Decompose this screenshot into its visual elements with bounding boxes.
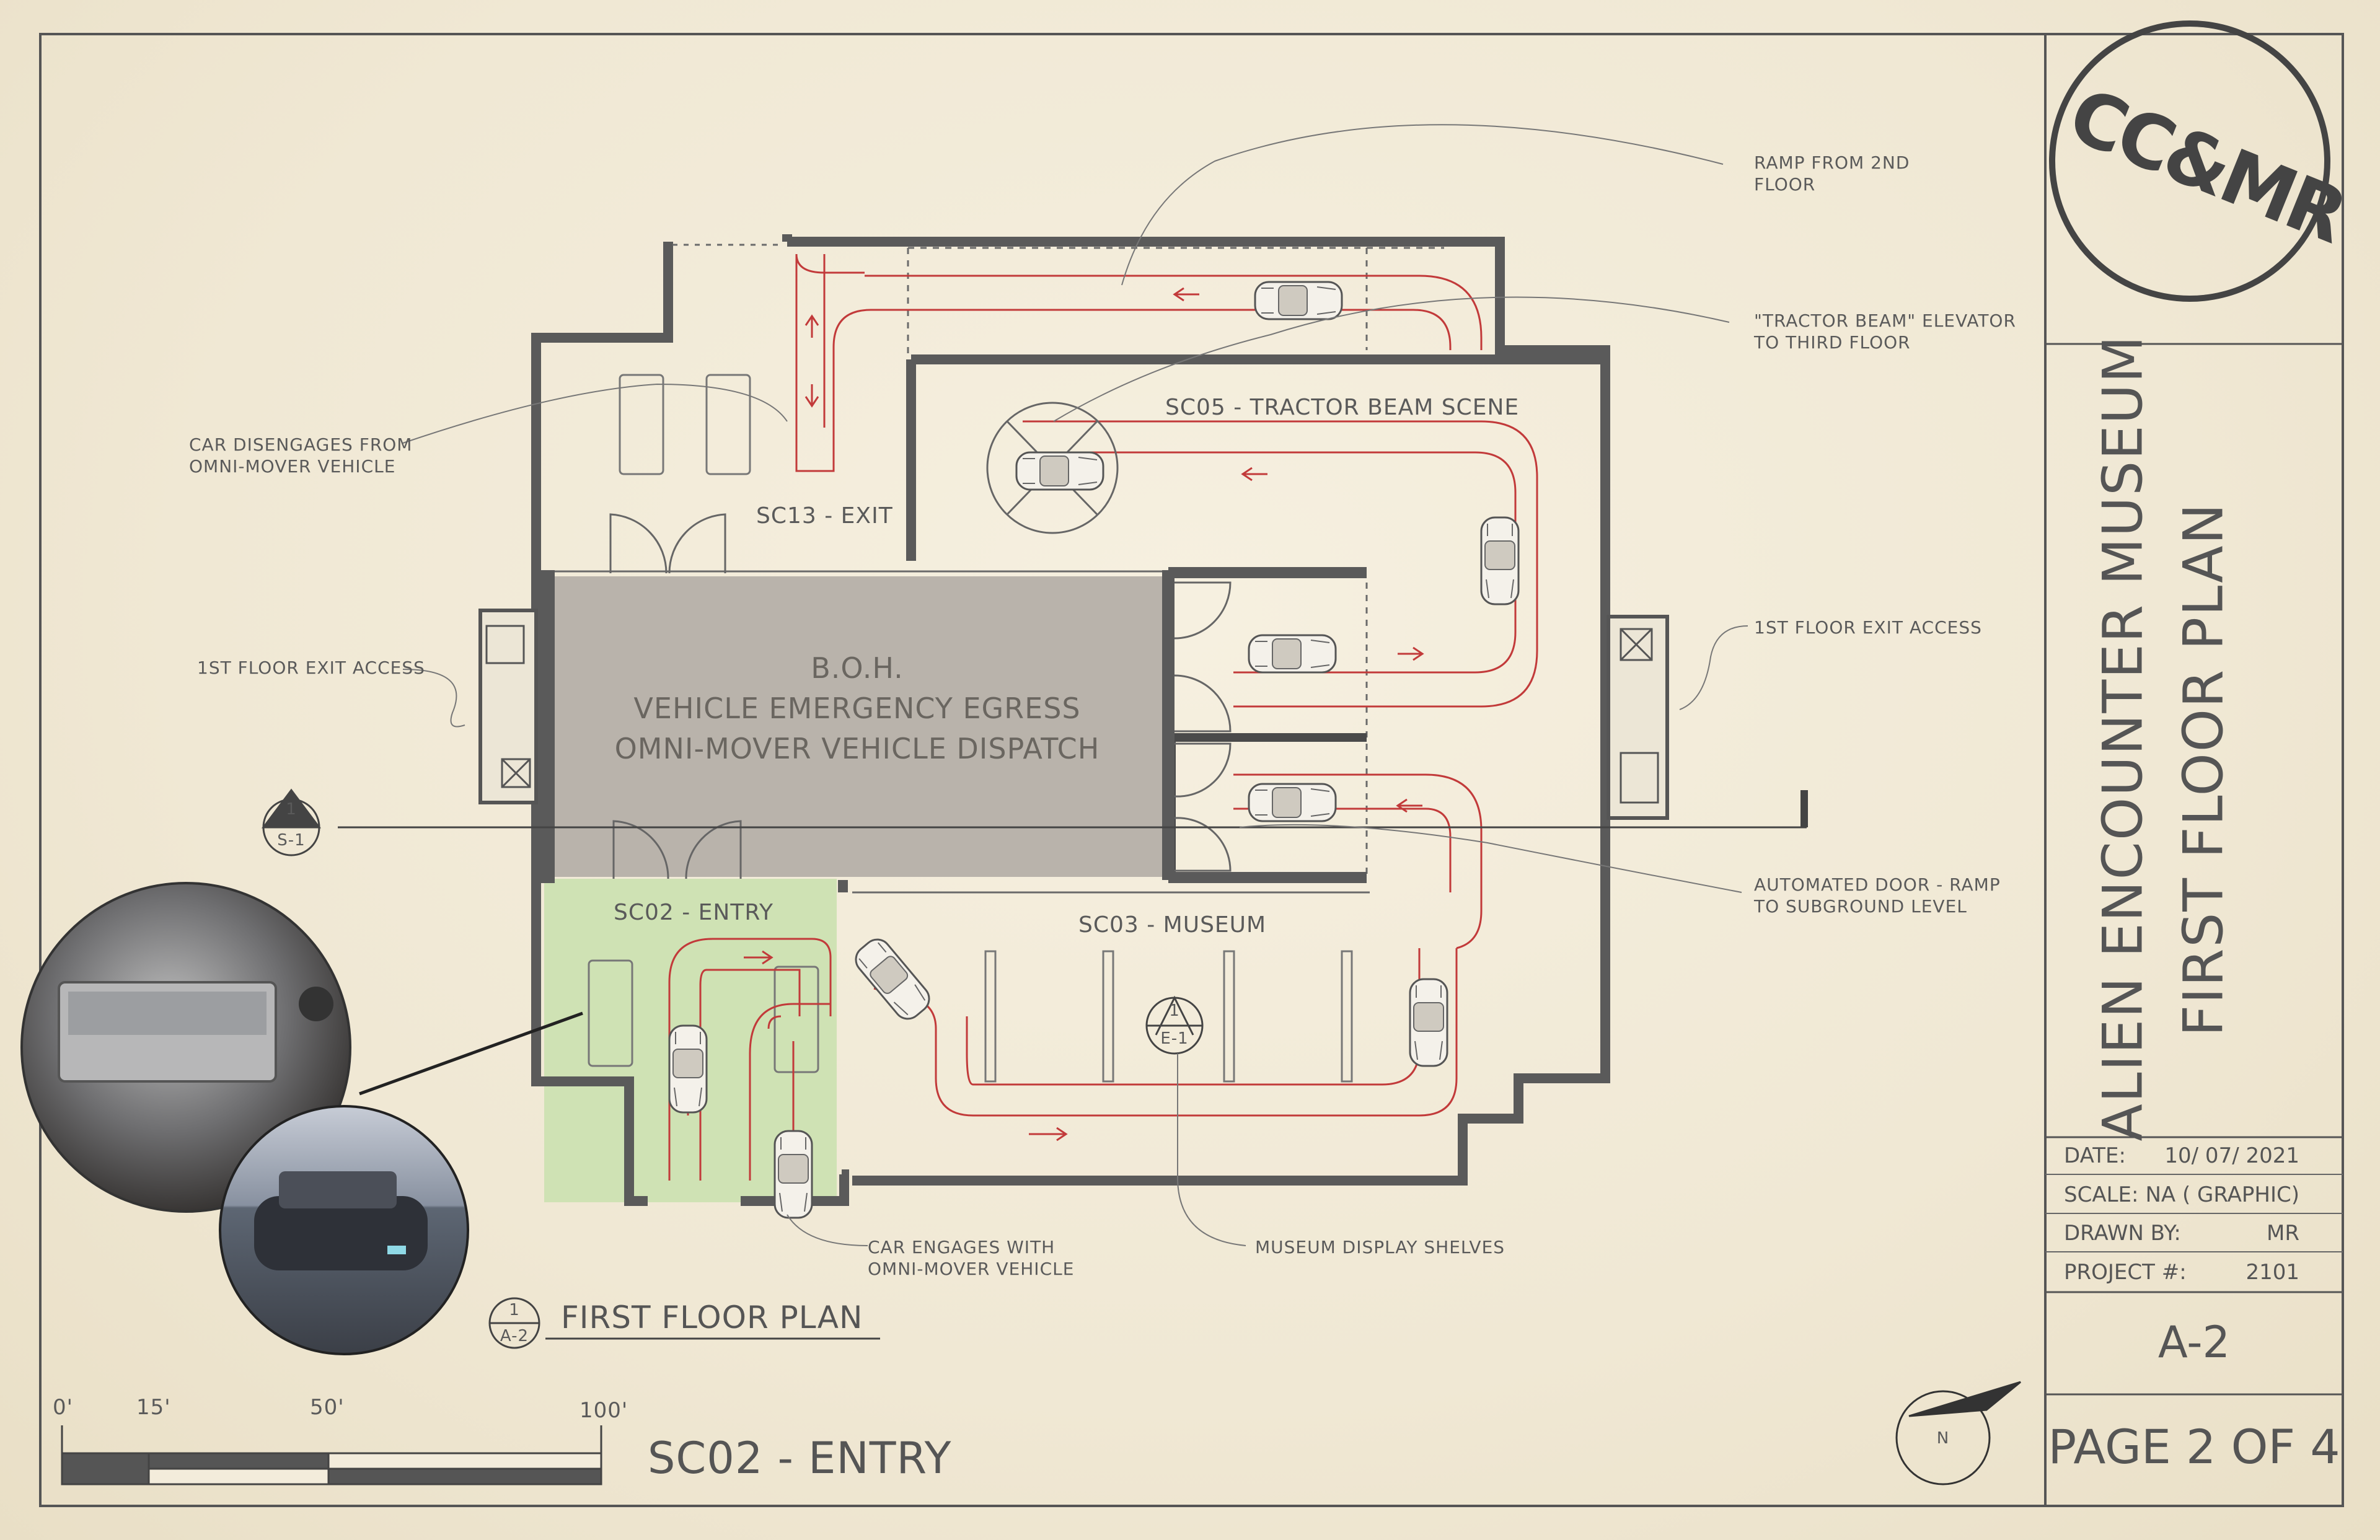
- section-marker: [262, 788, 321, 856]
- plan-title: FIRST FLOOR PLAN: [561, 1300, 863, 1335]
- project-number-label: PROJECT #:: [2064, 1260, 2187, 1285]
- north-arrow: [1895, 1381, 2021, 1485]
- room-label-sc05: SC05 - TRACTOR BEAM SCENE: [1165, 395, 1520, 420]
- car-boh-upper: [1248, 634, 1337, 674]
- room-label-sc13: SC13 - EXIT: [756, 503, 893, 529]
- room-label-sc03: SC03 - MUSEUM: [1078, 912, 1267, 938]
- car-boh-lower: [1248, 783, 1337, 822]
- section-line-end: [1800, 790, 1808, 827]
- bottom-caption: SC02 - ENTRY: [648, 1433, 952, 1484]
- project-title: ALIEN ENCOUNTER MUSEUM: [2091, 334, 2155, 1142]
- car-ramp: [1254, 281, 1343, 320]
- boh-label-2: VEHICLE EMERGENCY EGRESS: [633, 692, 1081, 725]
- sheet-number: A-2: [2157, 1317, 2231, 1368]
- plan-marker-ref: A-2: [500, 1327, 529, 1345]
- callout-museum-shelves: MUSEUM DISPLAY SHELVES: [1255, 1237, 1505, 1257]
- wall-band: [536, 570, 555, 883]
- vehicle-slots: [588, 374, 1353, 1083]
- date-value: 10/ 07/ 2021: [2164, 1143, 2299, 1168]
- elevation-marker: [1145, 995, 1204, 1055]
- wall-band: [1162, 570, 1175, 880]
- car-museum-right: [1409, 978, 1448, 1067]
- room-label-sc02: SC02 - ENTRY: [614, 900, 774, 925]
- scale-label: SCALE:: [2064, 1182, 2139, 1207]
- car-museum-entry: [849, 933, 936, 1026]
- vehicle-reference-photo-2: [219, 1105, 469, 1355]
- door-swings: [609, 513, 1232, 879]
- section-marker-number: 1: [286, 800, 297, 819]
- callout-car-engages: CAR ENGAGES WITH OMNI-MOVER VEHICLE: [868, 1237, 1075, 1279]
- scale-tick-0: 0': [53, 1395, 73, 1420]
- sheet-title: FIRST FLOOR PLAN: [2171, 502, 2236, 1037]
- scale-tick-100: 100': [580, 1398, 628, 1423]
- project-number-value: 2101: [2246, 1260, 2299, 1285]
- scale-tick-50: 50': [310, 1395, 345, 1420]
- elevation-marker-ref: E-1: [1160, 1029, 1189, 1048]
- plan-title-marker: [488, 1297, 880, 1349]
- scale-tick-15: 15': [136, 1395, 171, 1420]
- logo-seal: [2049, 20, 2330, 302]
- stair-tower-right: [1606, 615, 1669, 820]
- boh-label-1: B.O.H.: [811, 651, 904, 685]
- callout-ramp: RAMP FROM 2ND FLOOR: [1754, 152, 1910, 195]
- north-label: N: [1936, 1429, 1950, 1448]
- car-tractor-beam: [1015, 451, 1104, 491]
- plan-marker-number: 1: [509, 1301, 520, 1319]
- section-marker-ref: S-1: [277, 831, 306, 850]
- drawn-by-label: DRAWN BY:: [2064, 1221, 2181, 1246]
- callout-automated-door: AUTOMATED DOOR - RAMP TO SUBGROUND LEVEL: [1754, 874, 2001, 917]
- page-indicator: PAGE 2 OF 4: [2048, 1419, 2340, 1474]
- leader-lines: [402, 124, 1748, 1246]
- car-entry-left: [668, 1024, 708, 1114]
- sheet-border: [39, 33, 2344, 1507]
- callout-tractor-beam: "TRACTOR BEAM" ELEVATOR TO THIRD FLOOR: [1754, 310, 2016, 353]
- vehicle-reference-photo-1: [20, 882, 351, 1213]
- graphic-scale-bar: [61, 1425, 602, 1485]
- wall-band: [1168, 567, 1367, 578]
- callout-exit-right: 1ST FLOOR EXIT ACCESS: [1754, 617, 1982, 638]
- scale-value: NA ( GRAPHIC): [2145, 1182, 2299, 1207]
- wall-band: [1168, 872, 1367, 883]
- boh-label-3: OMNI-MOVER VEHICLE DISPATCH: [614, 732, 1100, 765]
- car-entry-right: [774, 1130, 813, 1219]
- drawn-by-value: MR: [2267, 1221, 2299, 1246]
- date-label: DATE:: [2064, 1143, 2126, 1168]
- boh-room-fill: [544, 576, 1170, 877]
- callout-car-disengages: CAR DISENGAGES FROM OMNI-MOVER VEHICLE: [189, 434, 413, 477]
- callout-exit-left: 1ST FLOOR EXIT ACCESS: [197, 658, 425, 678]
- stair-tower-left: [478, 609, 538, 804]
- car-sc05-loop: [1480, 516, 1520, 605]
- building-walls: [531, 234, 1610, 1207]
- photo-leader: [359, 1011, 583, 1096]
- elevation-marker-number: 1: [1169, 1001, 1180, 1020]
